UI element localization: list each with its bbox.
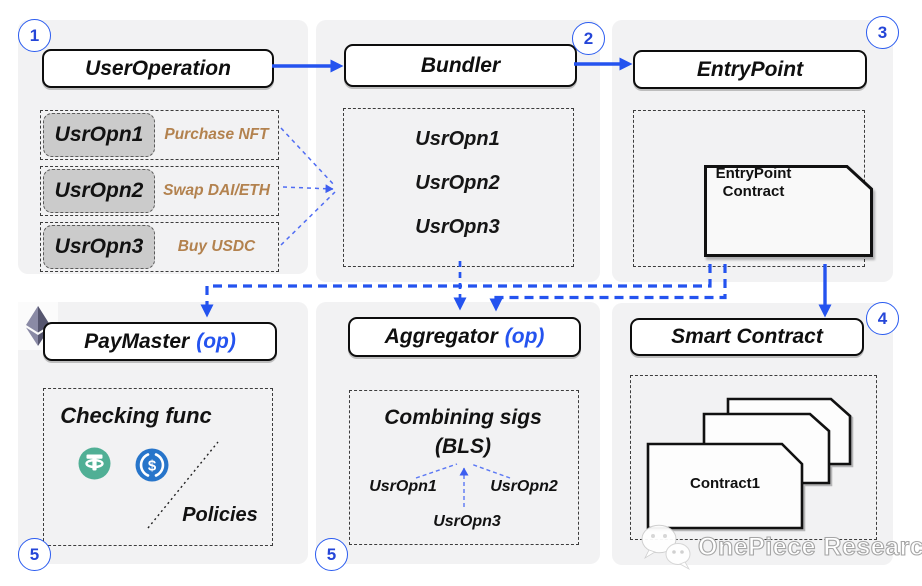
smart-contract-panel: Smart Contract Contract1 xyxy=(612,303,893,565)
svg-text:$: $ xyxy=(148,458,157,475)
step-badge-2: 2 xyxy=(572,22,605,55)
step-badge-1: 1 xyxy=(18,19,51,52)
entrypoint-contract-shape: EntryPoint Contract xyxy=(669,138,873,257)
usdc-icon: $ xyxy=(135,448,169,482)
aggregator-inner-box xyxy=(349,390,579,545)
contract1-label: Contract1 xyxy=(689,475,760,492)
paymaster-inner-box xyxy=(43,388,273,546)
entrypoint-contract-label-line1: EntryPoint xyxy=(715,165,792,182)
smart-contract-title: Smart Contract xyxy=(671,325,823,348)
aggregator-usropn2: UsrOpn2 xyxy=(490,478,558,495)
bundler-usropn3: UsrOpn3 xyxy=(415,216,500,238)
usropn3-chip: UsrOpn3 xyxy=(43,225,155,269)
user-operation-row-1: UsrOpn1 Purchase NFT xyxy=(40,110,279,160)
entrypoint-title: EntryPoint xyxy=(696,57,804,81)
user-operation-title: UserOperation xyxy=(85,56,231,80)
bundler-usropn-list: UsrOpn1 UsrOpn2 UsrOpn3 xyxy=(343,128,572,260)
step-badge-3: 3 xyxy=(866,16,899,49)
paymaster-title: PayMaster xyxy=(84,329,190,353)
entrypoint-title-box: EntryPoint xyxy=(633,50,867,89)
paymaster-panel: PayMaster (op) Checking func $ Polici xyxy=(18,302,308,564)
aggregator-title: Aggregator xyxy=(384,325,498,348)
entrypoint-panel: EntryPoint EntryPoint Contract xyxy=(612,20,893,282)
usropn2-description: Swap DAI/ETH xyxy=(163,182,270,199)
watermark: OnePiece Research xyxy=(640,524,922,570)
step-badge-5-paymaster: 5 xyxy=(18,538,51,571)
bundler-panel: Bundler UsrOpn1 UsrOpn2 UsrOpn3 xyxy=(316,20,600,282)
smart-contract-inner-box: Contract1 xyxy=(630,375,877,540)
user-operation-title-box: UserOperation xyxy=(42,49,274,88)
usropn1-chip: UsrOpn1 xyxy=(43,113,155,157)
wechat-logo-icon xyxy=(641,524,691,570)
entrypoint-contract-label-line2: Contract xyxy=(722,183,785,200)
usropn2-chip: UsrOpn2 xyxy=(43,169,155,213)
aggregator-panel: Aggregator (op) Combining sigs (BLS) Usr… xyxy=(316,302,600,564)
step-badge-4: 4 xyxy=(866,302,899,335)
aggregator-optional-tag: (op) xyxy=(504,325,545,348)
aggregator-title-box: Aggregator (op) xyxy=(348,317,581,357)
user-operation-row-3: UsrOpn3 Buy USDC xyxy=(40,222,279,272)
paymaster-optional-tag: (op) xyxy=(196,329,236,353)
entrypoint-inner-box: EntryPoint Contract xyxy=(633,110,873,267)
tether-icon xyxy=(78,447,111,480)
user-operation-panel: UserOperation UsrOpn1 Purchase NFT UsrOp… xyxy=(18,20,308,274)
ethereum-icon-frame xyxy=(18,302,58,350)
usropn3-description: Buy USDC xyxy=(177,238,256,255)
checking-func-label: Checking func xyxy=(60,403,212,428)
bundler-usropn2: UsrOpn2 xyxy=(415,172,500,194)
step-badge-5-aggregator: 5 xyxy=(315,538,348,571)
contract-file-icon xyxy=(704,165,873,257)
usropn1-description: Purchase NFT xyxy=(164,126,269,143)
bundler-title: Bundler xyxy=(420,53,501,77)
bundler-usropn1: UsrOpn1 xyxy=(415,128,500,150)
policies-label: Policies xyxy=(182,504,258,526)
smart-contract-title-box: Smart Contract xyxy=(630,318,864,356)
combining-sigs-label: Combining sigs xyxy=(384,406,542,429)
watermark-text: OnePiece Research xyxy=(697,532,922,561)
user-operation-row-2: UsrOpn2 Swap DAI/ETH xyxy=(40,166,279,216)
bundler-title-box: Bundler xyxy=(344,44,577,87)
paymaster-title-box: PayMaster (op) xyxy=(43,322,277,361)
entrypoint-contract-label: EntryPoint Contract xyxy=(669,165,838,201)
aggregator-usropn1: UsrOpn1 xyxy=(369,478,437,495)
contract-stack-icon xyxy=(646,397,852,530)
bls-label: (BLS) xyxy=(435,435,491,458)
aggregator-usropn3: UsrOpn3 xyxy=(433,513,501,530)
